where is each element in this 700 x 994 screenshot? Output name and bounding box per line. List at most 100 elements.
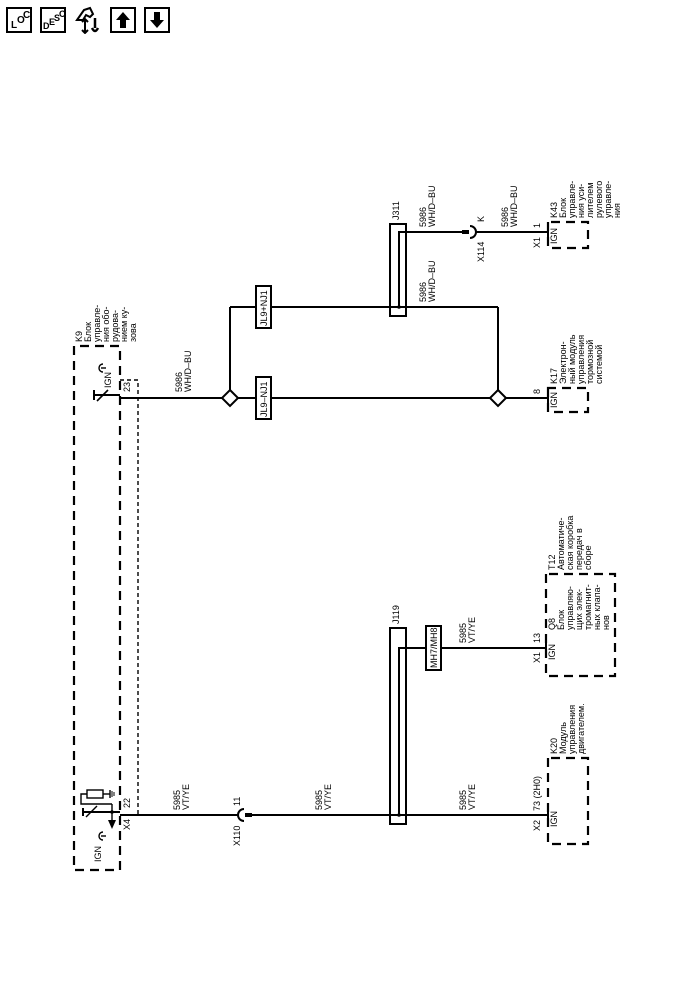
wire-5986-circuit: 5986 [174, 372, 184, 392]
k17-ref: K17 [549, 368, 559, 384]
k43-ref: K43 [549, 202, 559, 218]
q8-desc-line: Блок [556, 610, 566, 630]
k9-desc-line: зова [128, 323, 138, 342]
k43-border [546, 220, 590, 250]
k9-ign-top: IGN [103, 372, 113, 388]
x114-pin: K [476, 216, 486, 222]
option-mh7: MH7/MH8 [429, 627, 439, 668]
switch-icon [93, 389, 120, 402]
k20-border [546, 756, 590, 846]
k17-desc-line: тормозной [585, 340, 595, 384]
power-icon [98, 363, 106, 373]
wire-5986-circuit: 5986 [418, 207, 428, 227]
k17-ign: IGN [549, 392, 559, 408]
q8-desc-line: ных клапа- [592, 584, 602, 630]
desc-icon-c: C [59, 9, 66, 19]
t12-ref: T12 [547, 554, 557, 570]
loc-icon-l: L [11, 20, 18, 31]
t12-desc-line: сборе [583, 545, 593, 570]
q8-desc-line: тромагнит- [583, 584, 593, 630]
k43-desc-line: ния уси- [576, 184, 586, 218]
k9-connector-x4: X4 [122, 819, 132, 830]
x114-ref: X114 [476, 242, 486, 262]
q8-desc-line: нов [601, 615, 611, 630]
k17-module[interactable]: 8 IGN K17 Электрон- ный модуль управлени… [532, 334, 604, 414]
circuit-5985: 5985 VT/YE 11 X110 5985 VT/YE J119 MH7/M… [120, 605, 548, 846]
option-jl9-minus: JL9–NJ1 [259, 381, 269, 417]
wire-5986-color: WH/D–BU [509, 185, 519, 227]
q8-pin: 13 [532, 633, 542, 643]
k9-module[interactable]: K9 Блок управле- ния обо- рудова- нием к… [72, 305, 139, 872]
next-button[interactable] [144, 7, 170, 33]
t12-desc-line: Автоматиче- [556, 518, 566, 570]
wire-5986-color: WH/D–BU [427, 185, 437, 227]
arrow-up-icon [116, 12, 130, 28]
switch-icon [80, 789, 120, 829]
k17-desc-line: системой [594, 345, 604, 384]
wire-5985-circuit: 5985 [458, 790, 468, 810]
wire-5985-circuit: 5985 [172, 790, 182, 810]
k17-desc-line: управления [576, 335, 586, 384]
k43-desc-line: управле- [603, 181, 613, 218]
connector-x114: K X114 [462, 216, 548, 262]
navigate-home-icon [75, 6, 100, 35]
k43-ign: IGN [549, 228, 559, 244]
x110-ref: X110 [232, 826, 242, 846]
k43-module[interactable]: X1 1 IGN K43 Блок управле- ния уси- лите… [532, 181, 622, 250]
k9-desc-line: нием ку- [119, 307, 129, 342]
t12-assembly[interactable]: T12 Автоматиче- ская коробка передач в с… [532, 516, 617, 678]
splice-j311-label: J311 [391, 201, 401, 220]
q8-desc-line: щих элек- [574, 589, 584, 630]
wire-5985-color: VT/YE [323, 784, 333, 810]
k43-desc-line: рулевого [594, 181, 604, 218]
splice-bar-j119 [389, 627, 407, 825]
desc-button[interactable]: D E S C [40, 7, 66, 33]
circuit-5986: 5986 WH/D–BU JL9+NJ1 JL9–NJ1 J311 5986 W… [120, 185, 548, 420]
k20-ign: IGN [549, 811, 559, 827]
previous-button[interactable] [110, 7, 136, 33]
wire-5985-circuit: 5985 [314, 790, 324, 810]
wire-5986-circuit: 5986 [418, 282, 428, 302]
splice-bar-j311 [389, 223, 407, 317]
k20-connector: X2 [532, 820, 542, 831]
k9-desc-line: ния обо- [101, 306, 111, 342]
wire-5985-color: VT/YE [467, 617, 477, 643]
k9-pin-23: 23 [122, 382, 132, 392]
wire-5986-color: WH/D–BU [427, 260, 437, 302]
toolbar: L O C D E S C [6, 4, 170, 36]
k20-ref: K20 [549, 738, 559, 754]
loc-icon-o: O [17, 15, 25, 26]
wire-5985-circuit: 5985 [458, 623, 468, 643]
k17-pin: 8 [532, 389, 542, 394]
k20-module[interactable]: X2 73 (2H0) IGN K20 Модуль управления дв… [532, 703, 590, 846]
desc-icon-e: E [49, 17, 56, 27]
wire-5986-circuit: 5986 [500, 207, 510, 227]
q8-ign: IGN [547, 644, 557, 660]
splice-diamond-right [488, 388, 508, 408]
k43-connector: X1 [532, 237, 542, 248]
k9-ign-bottom: IGN [93, 846, 103, 862]
k43-desc-line: Блок [558, 198, 568, 218]
k9-border [72, 344, 122, 872]
k20-desc-line: управления [567, 705, 577, 754]
k9-pin-22: 22 [122, 798, 132, 808]
connector-x110: 11 X110 [232, 797, 252, 846]
splice-j119-label: J119 [391, 605, 401, 624]
k20-pin: 73 (2H0) [532, 776, 542, 811]
k9-ref: K9 [74, 331, 84, 342]
k9-connector-border [120, 379, 139, 816]
option-jl9-plus: JL9+NJ1 [259, 290, 269, 326]
k43-desc-line: ния [612, 203, 622, 218]
k17-desc-line: Электрон- [558, 341, 568, 384]
k9-desc-line: Блок [83, 322, 93, 342]
navigate-home-button[interactable] [74, 6, 102, 35]
desc-icon-s: S [54, 13, 61, 23]
x110-pin: 11 [232, 797, 242, 806]
k43-pin: 1 [532, 223, 542, 228]
k43-desc-line: лителем [585, 183, 595, 218]
loc-icon-c: C [23, 10, 31, 21]
desc-icon-d: D [43, 21, 50, 31]
loc-button[interactable]: L O C [6, 7, 32, 33]
wire-5985-color: VT/YE [181, 784, 191, 810]
